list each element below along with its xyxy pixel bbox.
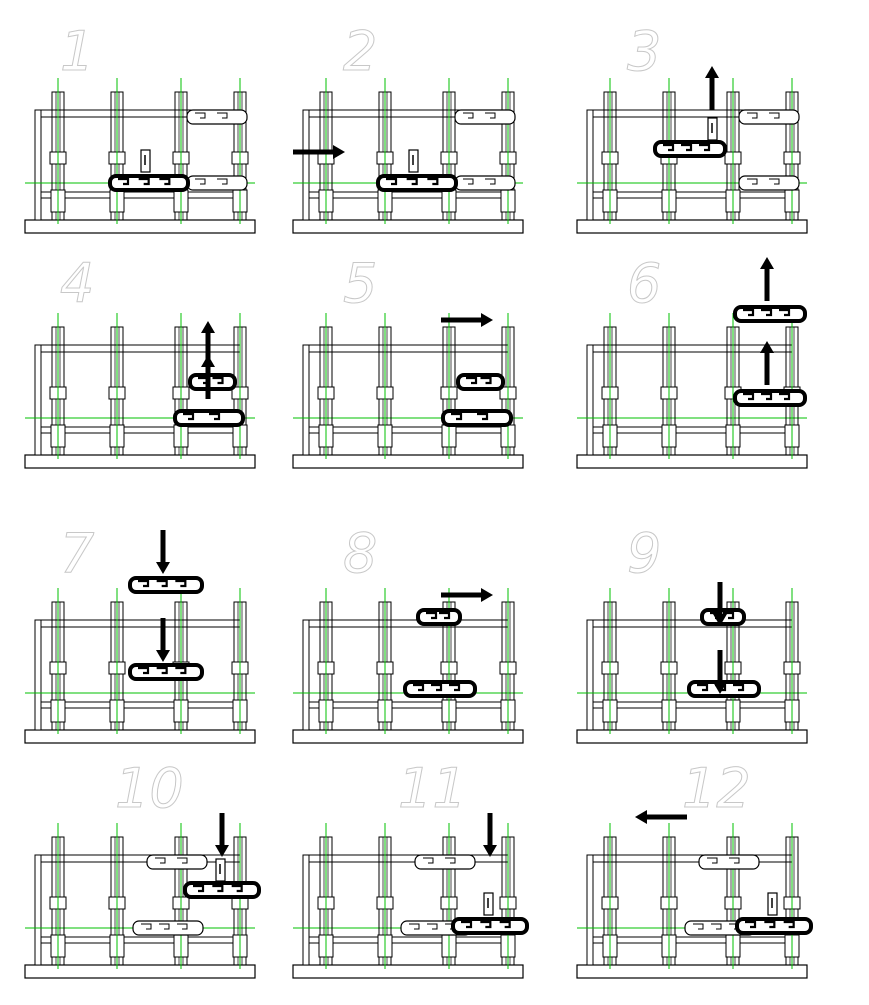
arrow-head-left <box>635 810 647 824</box>
step-12-panel: 12 <box>577 757 811 978</box>
frame-side <box>303 110 309 220</box>
step-6-number: 6 <box>627 252 661 315</box>
arrow-head-down <box>156 562 170 574</box>
base-plate <box>25 455 255 468</box>
base-plate <box>25 730 255 743</box>
step-9-number: 9 <box>627 522 661 585</box>
step-5-panel: 5 <box>293 252 523 468</box>
ghost-link-upper <box>455 110 515 124</box>
ghost-link-lower <box>455 176 515 190</box>
step-8-number: 8 <box>343 522 377 585</box>
step-8-panel: 8 <box>293 522 523 743</box>
ghost-link-upper <box>415 855 475 869</box>
arrow-head-up <box>760 257 774 269</box>
step-10-number: 10 <box>115 757 184 820</box>
step-11-number: 11 <box>398 757 467 820</box>
ghost-link-lower <box>187 176 247 190</box>
frame-side <box>587 110 593 220</box>
step-1-number: 1 <box>60 20 94 83</box>
step-9-panel: 9 <box>577 522 807 743</box>
arrow-head-down <box>156 650 170 662</box>
step-3-number: 3 <box>627 20 661 83</box>
base-plate <box>293 730 523 743</box>
step-1-panel: 1 <box>25 20 255 233</box>
frame-side <box>587 345 593 455</box>
frame-side <box>587 620 593 730</box>
step-12-number: 12 <box>682 757 751 820</box>
base-plate <box>577 220 807 233</box>
ghost-link-lower <box>739 176 799 190</box>
frame-side <box>587 855 593 965</box>
base-plate <box>577 730 807 743</box>
base-plate <box>577 965 807 978</box>
ghost-link-upper <box>147 855 207 869</box>
arrow-head-right <box>333 145 345 159</box>
step-7-panel: 7 <box>25 522 255 743</box>
arrow-head-right <box>481 313 493 327</box>
step-5-number: 5 <box>343 252 377 315</box>
frame-side <box>35 110 41 220</box>
ghost-link-upper <box>739 110 799 124</box>
ghost-link-lower <box>133 921 203 935</box>
step-7-number: 7 <box>60 522 94 585</box>
ghost-link-upper <box>699 855 759 869</box>
step-2-number: 2 <box>343 20 377 83</box>
base-plate <box>293 220 523 233</box>
step-11-panel: 11 <box>293 757 527 978</box>
arrow-head-up <box>705 66 719 78</box>
frame-side <box>303 855 309 965</box>
base-plate <box>293 965 523 978</box>
ghost-link-upper <box>187 110 247 124</box>
arrow-head-up <box>201 321 215 333</box>
frame-side <box>35 855 41 965</box>
step-6-panel: 6 <box>577 252 807 468</box>
step-3-panel: 3 <box>577 20 807 233</box>
base-plate <box>577 455 807 468</box>
step-4-panel: 4 <box>25 252 255 468</box>
frame-side <box>303 620 309 730</box>
base-plate <box>293 455 523 468</box>
frame-side <box>303 345 309 455</box>
arrow-head-right <box>481 588 493 602</box>
step-2-panel: 2 <box>293 20 523 233</box>
base-plate <box>25 220 255 233</box>
frame-side <box>35 345 41 455</box>
base-plate <box>25 965 255 978</box>
arrow-head-up <box>760 341 774 353</box>
step-4-number: 4 <box>60 252 94 315</box>
step-10-panel: 10 <box>25 757 259 978</box>
frame-side <box>35 620 41 730</box>
arrow-head-up <box>201 355 215 367</box>
